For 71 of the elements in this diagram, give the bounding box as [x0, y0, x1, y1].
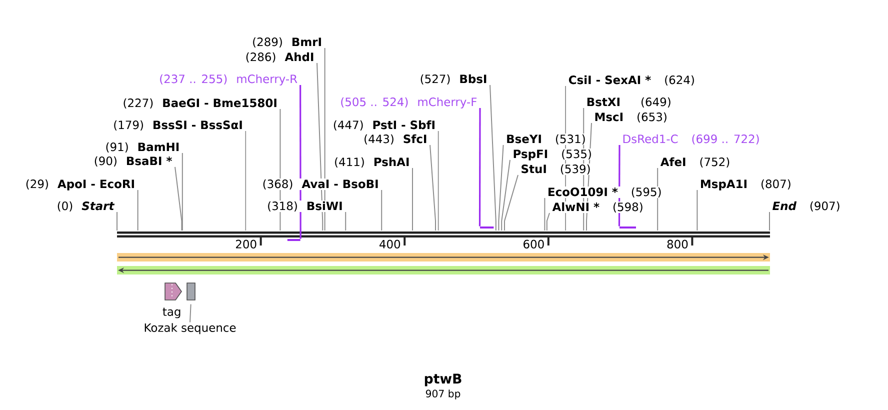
primer-mark — [287, 239, 300, 241]
leader-line — [412, 168, 413, 232]
feature-label: Kozak sequence — [144, 323, 236, 334]
enzyme-label: (318) BsiWI — [268, 201, 342, 212]
leader-line — [280, 108, 281, 232]
enzyme-label: PspFI (535) — [514, 149, 591, 160]
leader-line — [583, 108, 584, 232]
sequence-length: 907 bp — [426, 390, 460, 400]
enzyme-label: (227) BaeGI - Bme1580I — [124, 98, 276, 109]
map-title: ptwB — [424, 374, 462, 386]
leader-line — [657, 168, 658, 232]
enzyme-label: (91) BamHI — [106, 142, 179, 153]
enzyme-label: (443) SfcI — [364, 134, 426, 145]
leader-line — [316, 62, 324, 232]
tick-label: 800 — [667, 240, 688, 248]
enzyme-label: (289) BmrI — [253, 37, 321, 48]
leader-line — [174, 166, 182, 232]
enzyme-label: StuI (539) — [522, 164, 590, 175]
leader-line — [438, 130, 439, 232]
leader-line — [501, 160, 510, 232]
feature-box — [186, 282, 196, 300]
sequence-end-label: End (907) — [772, 201, 840, 212]
primer-mark — [620, 226, 636, 228]
leader-line — [618, 145, 620, 226]
leader-line — [137, 190, 138, 232]
leader-line — [565, 86, 566, 232]
sequence-end-label: (0) Start — [58, 201, 115, 212]
primer-label: DsRed1-C (699 .. 722) — [623, 134, 759, 145]
feature-label: tag — [162, 308, 180, 318]
enzyme-label: CsiI - SexAI * (624) — [568, 75, 694, 86]
enzyme-label: BseYI (531) — [507, 134, 585, 145]
leader-line — [381, 190, 382, 232]
enzyme-label: (411) PshAI — [335, 157, 409, 168]
sequence-bar — [117, 232, 770, 238]
enzyme-label: AfeI (752) — [660, 157, 730, 168]
enzyme-label: (447) PstI - SbfI — [334, 120, 434, 131]
leader-line — [544, 198, 546, 232]
leader-line — [504, 174, 518, 232]
tick-label: 400 — [380, 240, 400, 248]
leader-line — [245, 130, 246, 232]
enzyme-label: AlwNI * (598) — [552, 202, 642, 213]
feature-arrow — [164, 282, 182, 300]
leader-line — [769, 212, 770, 232]
primer-mark — [480, 226, 494, 228]
enzyme-label: (286) AhdI — [246, 52, 314, 63]
enzyme-label: (90) BsaBI * — [94, 156, 172, 167]
leader-line — [498, 144, 504, 232]
enzyme-label: (368) AvaI - BsoBI — [263, 179, 378, 190]
leader-line — [190, 304, 192, 323]
leader-line — [324, 48, 326, 232]
enzyme-label: BstXI (649) — [587, 97, 670, 108]
leader-line — [478, 108, 481, 226]
tick-label: 200 — [236, 240, 256, 248]
enzyme-label: EcoO109I * (595) — [548, 187, 661, 198]
primer-label: (237 .. 255) mCherry-R — [160, 74, 298, 86]
leader-line — [345, 212, 346, 232]
leader-line — [490, 84, 496, 232]
leader-line — [300, 85, 302, 239]
enzyme-label: MscI (653) — [595, 112, 666, 123]
leader-line — [182, 152, 183, 232]
leader-line — [116, 212, 118, 232]
leader-line — [430, 144, 436, 232]
leader-line — [546, 212, 550, 232]
enzyme-label: (179) BssSI - BssSαI — [114, 120, 242, 131]
tick-label: 600 — [524, 240, 544, 248]
leader-line — [696, 190, 698, 232]
primer-label: (505 .. 524) mCherry-F — [341, 97, 477, 108]
leader-line — [586, 122, 592, 232]
enzyme-label: MspA1I (807) — [701, 179, 790, 190]
enzyme-label: (527) BbsI — [420, 74, 486, 85]
enzyme-label: (29) ApoI - EcoRI — [26, 179, 134, 190]
